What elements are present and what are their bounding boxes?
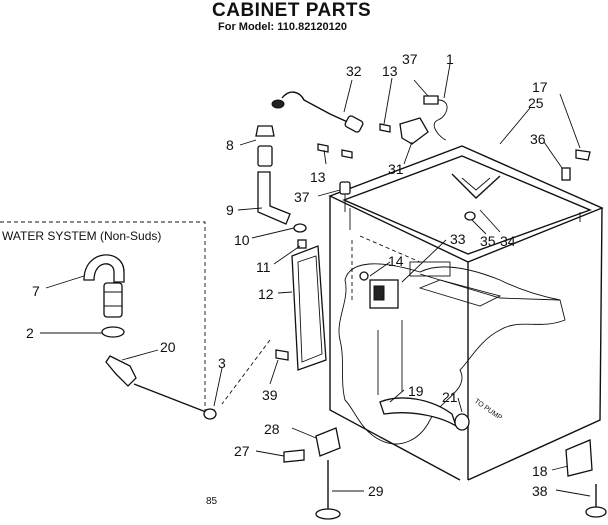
callout-12: 12 bbox=[258, 286, 274, 302]
callout-13-upper: 13 bbox=[382, 63, 398, 79]
cabinet-body bbox=[328, 145, 604, 481]
switch-bracket-part bbox=[399, 117, 429, 145]
callout-33: 33 bbox=[450, 231, 466, 247]
callout-labels: 7 2 20 3 8 9 10 11 12 13 13 37 1 32 31 3… bbox=[26, 51, 548, 507]
callout-36: 36 bbox=[530, 131, 546, 147]
callout-31: 31 bbox=[388, 161, 404, 177]
fitting-part bbox=[105, 355, 137, 387]
callout-7: 7 bbox=[32, 283, 40, 299]
side-panel-part bbox=[291, 245, 327, 371]
callout-35: 35 bbox=[480, 233, 496, 249]
callout-13-lower: 13 bbox=[310, 169, 326, 185]
callout-9: 9 bbox=[226, 202, 234, 218]
callout-2: 2 bbox=[26, 325, 34, 341]
callout-8: 8 bbox=[226, 137, 234, 153]
callout-38: 38 bbox=[532, 483, 548, 499]
hose-elbow-part bbox=[83, 254, 125, 283]
water-system-inset: WATER SYSTEM (Non-Suds) bbox=[0, 221, 218, 420]
callout-37-upper: 37 bbox=[402, 51, 418, 67]
callout-27: 27 bbox=[234, 443, 250, 459]
callout-11: 11 bbox=[256, 259, 271, 275]
diagram-title: CABINET PARTS bbox=[212, 0, 372, 21]
callout-17: 17 bbox=[532, 79, 548, 95]
callout-34: 34 bbox=[500, 233, 516, 249]
fill-hose-part bbox=[257, 171, 291, 225]
callout-3: 3 bbox=[218, 355, 226, 371]
callout-25: 25 bbox=[528, 95, 544, 111]
clamp-part bbox=[101, 326, 125, 338]
callout-28: 28 bbox=[264, 421, 280, 437]
callout-18: 18 bbox=[532, 463, 548, 479]
clip-part bbox=[575, 149, 591, 161]
cap-part bbox=[255, 125, 275, 137]
callout-39: 39 bbox=[262, 387, 278, 403]
screw-part bbox=[379, 123, 391, 133]
footer-code: 85 bbox=[206, 496, 218, 507]
hose-part bbox=[103, 282, 123, 318]
to-pump-label: TO PUMP bbox=[473, 398, 503, 422]
callout-37-center: 37 bbox=[294, 189, 310, 205]
callout-10: 10 bbox=[234, 232, 250, 248]
callout-14: 14 bbox=[388, 253, 404, 269]
callout-21: 21 bbox=[442, 389, 458, 405]
callout-32: 32 bbox=[346, 63, 362, 79]
inset-label: WATER SYSTEM (Non-Suds) bbox=[2, 229, 161, 243]
callout-1: 1 bbox=[446, 51, 454, 67]
callout-20: 20 bbox=[160, 339, 176, 355]
leader-lines bbox=[40, 63, 591, 497]
model-subtitle: For Model: 110.82120120 bbox=[218, 21, 348, 33]
callout-29: 29 bbox=[368, 483, 384, 499]
corner-brace-part bbox=[565, 439, 593, 477]
leg-bracket-part bbox=[315, 427, 341, 457]
water-valve-part bbox=[344, 115, 364, 133]
callout-19: 19 bbox=[408, 383, 424, 399]
